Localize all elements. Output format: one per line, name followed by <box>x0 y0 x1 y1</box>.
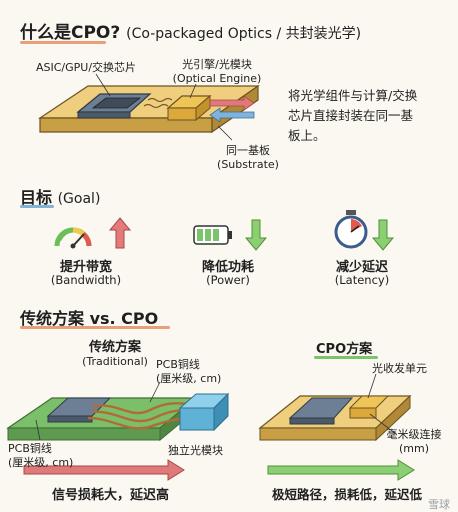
transceiver-label: 光收发单元 <box>372 362 427 375</box>
watermark: 雪球 <box>428 498 450 511</box>
pcb-left-label-sub: (厘米级, cm) <box>8 456 74 469</box>
description-line: 将光学组件与计算/交换 <box>288 88 418 103</box>
comparison-heading: 传统方案 vs. CPO <box>20 309 159 328</box>
gauge-icon <box>54 227 92 249</box>
title-main: 什么是CPO? <box>20 23 121 43</box>
traditional-title-en: (Traditional) <box>82 355 148 368</box>
goal-bandwidth-sub: (Bandwidth) <box>50 273 122 287</box>
traditional-title-cn: 传统方案 <box>88 340 141 355</box>
goals-heading: 目标 (Goal) <box>20 184 100 208</box>
arrow-up-icon <box>108 217 132 249</box>
goals-underline <box>20 205 54 208</box>
cpo-arrow <box>267 459 415 481</box>
cpo-board-illustration <box>258 373 412 442</box>
battery-icon <box>193 225 232 245</box>
optical-engine-label: 光引擎/光模块 (Optical Engine) <box>162 58 272 86</box>
cpo-conclusion: 极短路径，损耗低，延迟低 <box>272 487 423 502</box>
optical-engine-label-en: (Optical Engine) <box>172 72 262 85</box>
goals-title-en: (Goal) <box>57 191 101 207</box>
optical-engine-label-cn: 光引擎/光模块 <box>182 58 252 71</box>
traditional-arrow <box>23 459 185 481</box>
goal-power-sub: (Power) <box>206 273 250 287</box>
goal-power-label: 降低功耗 <box>201 260 254 275</box>
pcb-top-label: PCB铜线 (厘米级, cm) <box>156 358 221 386</box>
cpo-title-underline <box>314 356 378 359</box>
description-line: 芯片直接封装在同一基 <box>288 108 414 123</box>
comparison-underline <box>20 326 170 329</box>
pcb-top-label-cn: PCB铜线 <box>156 358 200 371</box>
connection-label: 毫米级连接 (mm) <box>378 428 450 456</box>
cpo-package-illustration <box>38 73 260 141</box>
goal-latency-label: 减少延迟 <box>335 260 388 275</box>
substrate-label-cn: 同一基板 <box>226 144 270 157</box>
pcb-left-label: PCB铜线 (厘米级, cm) <box>8 442 73 470</box>
traditional-board-illustration <box>6 381 230 442</box>
stopwatch-icon <box>334 210 368 249</box>
pcb-top-label-sub: (厘米级, cm) <box>156 372 222 385</box>
traditional-conclusion: 信号损耗大，延迟高 <box>52 488 170 503</box>
substrate-label-en: (Substrate) <box>217 158 279 171</box>
arrow-down-icon <box>244 219 268 251</box>
goal-latency-sub: (Latency) <box>334 273 390 287</box>
connection-label-cn: 毫米级连接 <box>386 428 442 441</box>
asic-label: ASIC/GPU/交换芯片 <box>36 61 137 74</box>
separate-module-label: 独立光模块 <box>168 444 223 457</box>
cpo-title: CPO方案 <box>316 342 373 357</box>
goal-bandwidth-label: 提升带宽 <box>59 260 112 275</box>
arrow-down-icon <box>371 219 395 251</box>
title-underline <box>20 41 106 44</box>
goals-title: 目标 <box>20 188 53 207</box>
page-title: 什么是CPO? (Co-packaged Optics / 共封装光学) <box>20 18 361 43</box>
title-sub: (Co-packaged Optics / 共封装光学) <box>126 26 362 42</box>
traditional-title: 传统方案 (Traditional) <box>60 336 170 369</box>
connection-label-sub: (mm) <box>398 442 429 455</box>
pcb-left-label-cn: PCB铜线 <box>8 442 52 455</box>
description-line: 板上。 <box>288 128 326 143</box>
overview-description: 将光学组件与计算/交换 芯片直接封装在同一基 板上。 <box>288 86 456 146</box>
substrate-label: 同一基板 (Substrate) <box>206 144 290 172</box>
